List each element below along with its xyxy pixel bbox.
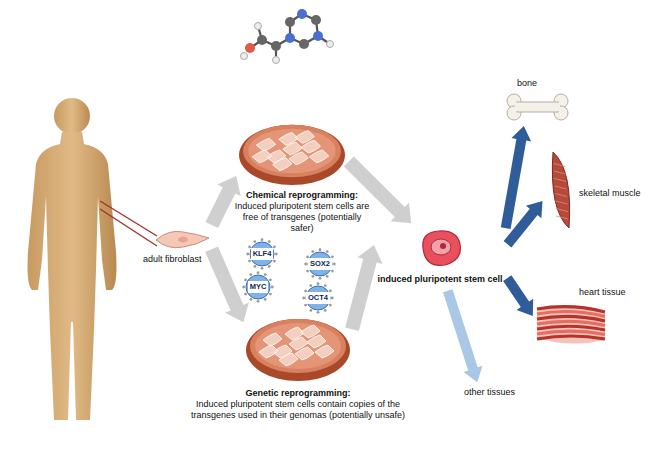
node-note: Induced pluripotent stem cells contain c… (190, 399, 406, 421)
node-label: Genetic reprogramming: (190, 388, 406, 399)
node-label: bone (517, 78, 537, 89)
human-figure (28, 98, 117, 420)
factor-blob: SOX2 (304, 248, 336, 280)
stem-cell-node: induced pluripotent stem cell (375, 226, 505, 287)
caption-block: other tissues (462, 386, 517, 399)
factor-label: MYC (250, 282, 267, 291)
tissue-node: heart tissue (535, 300, 607, 348)
caption-block: induced pluripotent stem cell (377, 274, 503, 285)
node-label: other tissues (464, 387, 515, 398)
factor-blob: MYC (242, 271, 274, 303)
caption-block: OCT4 (306, 292, 330, 303)
flow-arrow (205, 246, 249, 322)
dish-node: Genetic reprogramming:Induced pluripoten… (245, 312, 351, 382)
node-label: adult fibroblast (143, 254, 217, 265)
dish-node: Chemical reprogramming:Induced pluripote… (238, 118, 346, 186)
caption-block: skeletal muscle (579, 188, 641, 199)
flow-arrow (503, 275, 533, 316)
caption-block: heart tissue (579, 287, 626, 298)
leader-lines (100, 201, 157, 246)
factor-blob: KLF4 (246, 238, 278, 270)
node-label: heart tissue (579, 287, 626, 298)
flow-arrow (345, 245, 382, 331)
factor-label: KLF4 (253, 249, 272, 258)
caption-block: SOX2 (308, 258, 332, 269)
text-node: other tissues (462, 386, 517, 399)
node-label: induced pluripotent stem cell (377, 274, 503, 285)
node-note: Induced pluripotent stem cells are free … (234, 201, 370, 234)
caption-block: MYC (248, 281, 269, 292)
caption-block: Genetic reprogramming:Induced pluripoten… (190, 388, 406, 421)
caption-block: KLF4 (251, 248, 274, 259)
cell-node: adult fibroblast (155, 226, 210, 252)
flow-arrow (443, 289, 483, 382)
molecule (241, 9, 334, 64)
tissue-node: skeletal muscle (545, 150, 575, 230)
factor-label: SOX2 (310, 259, 330, 268)
factor-blob: OCT4 (302, 282, 334, 314)
caption-block: bone (517, 78, 537, 89)
node-label: skeletal muscle (579, 188, 641, 199)
node-label: Chemical reprogramming: (234, 190, 370, 201)
caption-block: adult fibroblast (143, 254, 217, 265)
factor-label: OCT4 (308, 293, 328, 302)
flow-arrow (504, 201, 543, 247)
tissue-node: bone (505, 92, 570, 122)
caption-block: Chemical reprogramming:Induced pluripote… (234, 190, 370, 234)
